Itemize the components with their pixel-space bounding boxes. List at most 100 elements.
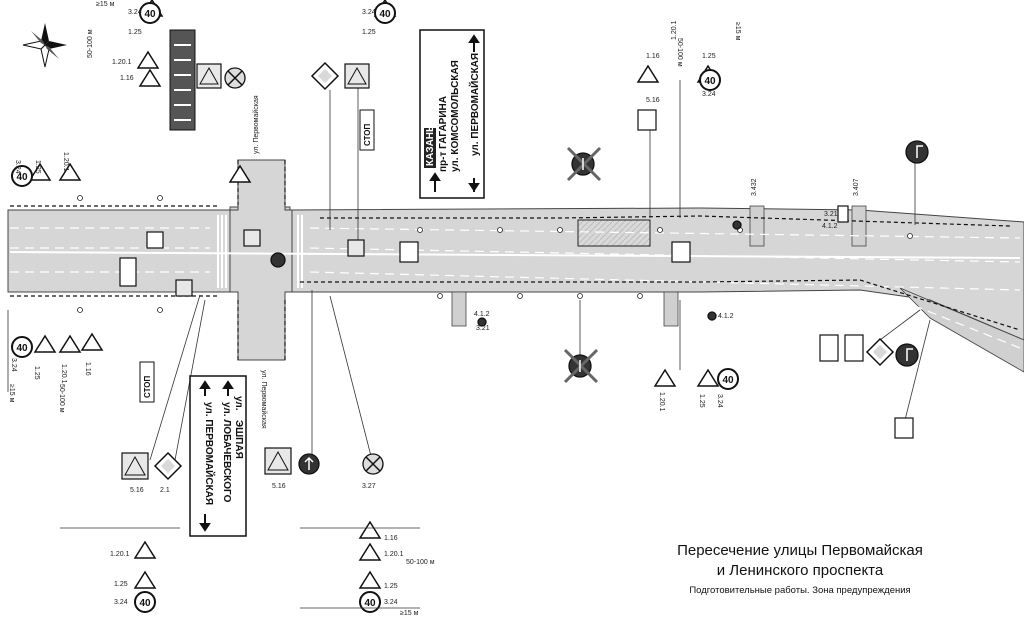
scheme-title-line2: и Ленинского проспекта: [716, 562, 884, 579]
speed-limit-icon: [717, 368, 739, 390]
distance-label: ≥15 м: [734, 22, 741, 41]
sign-code: 4.1.2: [718, 313, 734, 320]
pedestrian-crossing-icon: [347, 239, 365, 257]
speed-limit-icon: [139, 2, 161, 24]
sign-code: 1.20.1: [62, 152, 69, 172]
leninsky-avenue-road: [7, 206, 1024, 341]
scheme-subtitle: Подготовительные работы. Зона предупрежд…: [689, 585, 911, 596]
speed-limit-signs: [11, 2, 739, 613]
stop-text: СТОП: [363, 124, 372, 146]
speed-limit-icon: [374, 2, 396, 24]
speed-limit-value: 40: [364, 598, 376, 609]
barrier-markers: [77, 195, 913, 313]
scheme-title-block: Пересечение улицы Первомайская и Ленинск…: [600, 541, 1000, 598]
pedestrian-crossing-icon: [175, 279, 193, 297]
sign-code: 4.1.2: [822, 223, 838, 230]
traffic-light-icon: [169, 29, 196, 131]
direction-arrow-icon: [270, 252, 286, 268]
speed-limit-value: 40: [722, 375, 734, 386]
distance-label: ≥15 м: [400, 610, 419, 617]
sign-code: 3.24: [702, 91, 716, 98]
warning-sign-icon: [80, 332, 104, 351]
board-avenue: пр-т ГАГАРИНА: [438, 96, 449, 172]
cancelled-sign-crosses: [563, 146, 602, 384]
bus-stop-icon: [637, 109, 657, 131]
street-label-north: ул. Первомайская: [252, 95, 260, 154]
speed-limit-value: 40: [704, 76, 716, 87]
distance-label: 50-100 м: [87, 29, 94, 58]
sign-code: 3.24: [10, 358, 17, 372]
info-signs: [119, 109, 914, 439]
board-street: ул. ПЕРВОМАЙСКАЯ: [203, 402, 216, 505]
warning-sign-icon: [133, 540, 157, 559]
direction-arrow-icon: [707, 311, 717, 321]
sign-code: 1.25: [362, 29, 376, 36]
speed-limit-icon: [11, 165, 33, 187]
sign-code: 1.25: [128, 29, 142, 36]
board-street: ул.: [233, 396, 244, 411]
scheme-title: Пересечение улицы Первомайская: [677, 542, 923, 559]
speed-limit-value: 40: [144, 9, 156, 20]
sign-code: 4.1.2: [474, 311, 490, 318]
warning-sign-icon: [133, 570, 157, 589]
lane-direction-icon: [819, 334, 839, 362]
sign-code: 5.16: [130, 487, 144, 494]
sign-code: 1.20.1: [112, 59, 132, 66]
speed-limit-values: 40 40 40 40 40 40 40 40: [16, 9, 734, 609]
sign-code: 5.16: [646, 97, 660, 104]
warning-sign-icon: [358, 542, 382, 561]
speed-limit-value: 40: [379, 9, 391, 20]
warning-sign-icon: [636, 64, 660, 83]
board-street: ул. КОМСОМОЛЬСКАЯ: [450, 60, 461, 172]
warning-sign-icon: [228, 164, 252, 183]
sign-code: 1.16: [120, 75, 134, 82]
sign-code: 1.20.1: [384, 551, 404, 558]
sign-code: 3.24: [128, 9, 142, 16]
board-city: КАЗАНЬ: [425, 125, 436, 166]
sign-code: 3.24: [14, 160, 21, 174]
pedestrian-crossing-icon: [243, 229, 261, 247]
warning-sign-icon: [358, 570, 382, 589]
crosswalk-east: [297, 215, 303, 288]
warning-sign-icon: [358, 520, 382, 539]
side-street-2: [749, 205, 765, 247]
speed-limit-value: 40: [16, 172, 28, 183]
sign-code: 3.24: [384, 599, 398, 606]
sign-code: 1.20.1: [60, 364, 67, 384]
lane-direction-icon: [146, 231, 164, 249]
bus-stop-icon: [894, 417, 914, 439]
sign-code: 1.25: [384, 583, 398, 590]
distance-label: 50-100 м: [58, 384, 65, 413]
sign-code: 1.20.1: [110, 551, 130, 558]
speed-limit-icon: [699, 69, 721, 91]
sign-codes: 3.24 1.25 1.20.1 1.16 3.24 1.25 1.16 1.2…: [10, 9, 860, 606]
warning-sign-icon: [58, 334, 82, 353]
sign-code: 3.27: [362, 483, 376, 490]
warning-sign-icon: [136, 50, 160, 69]
no-stopping-crosses: [227, 70, 381, 472]
center-line: [9, 251, 1021, 259]
sign-code: 1.16: [646, 53, 660, 60]
distance-label: 50-100 м: [406, 559, 435, 566]
board-street: ул. ПЕРВОМАЙСКАЯ: [468, 53, 481, 156]
board-street: ЭШПАЯ: [233, 420, 244, 459]
sign-code: 1.25: [702, 53, 716, 60]
work-zone-area: [577, 219, 651, 247]
stop-label-bottom: СТОП: [139, 361, 155, 403]
sign-code: 1.20.1: [658, 392, 665, 412]
sign-code: 1.25: [33, 366, 40, 380]
speed-limit-icon: [134, 591, 156, 613]
sign-code: 1.25: [34, 160, 41, 174]
crosswalk-west: [217, 215, 227, 288]
lane-markings: [10, 227, 1021, 349]
sign-code: 3.21: [476, 325, 490, 332]
sign-code: 3.432: [751, 178, 758, 196]
speed-limit-icon: [359, 591, 381, 613]
direction-board-bottom: ул. ЭШПАЯ ул. ЛОБАЧЕВСКОГО ул. ПЕРВОМАЙС…: [189, 375, 247, 537]
crossing-sign-figures: [124, 66, 367, 476]
compass-rose-icon: [22, 23, 67, 68]
warning-sign-icon: [653, 368, 677, 387]
sign-code: 1.25: [698, 394, 705, 408]
lane-direction-icon: [119, 257, 137, 287]
